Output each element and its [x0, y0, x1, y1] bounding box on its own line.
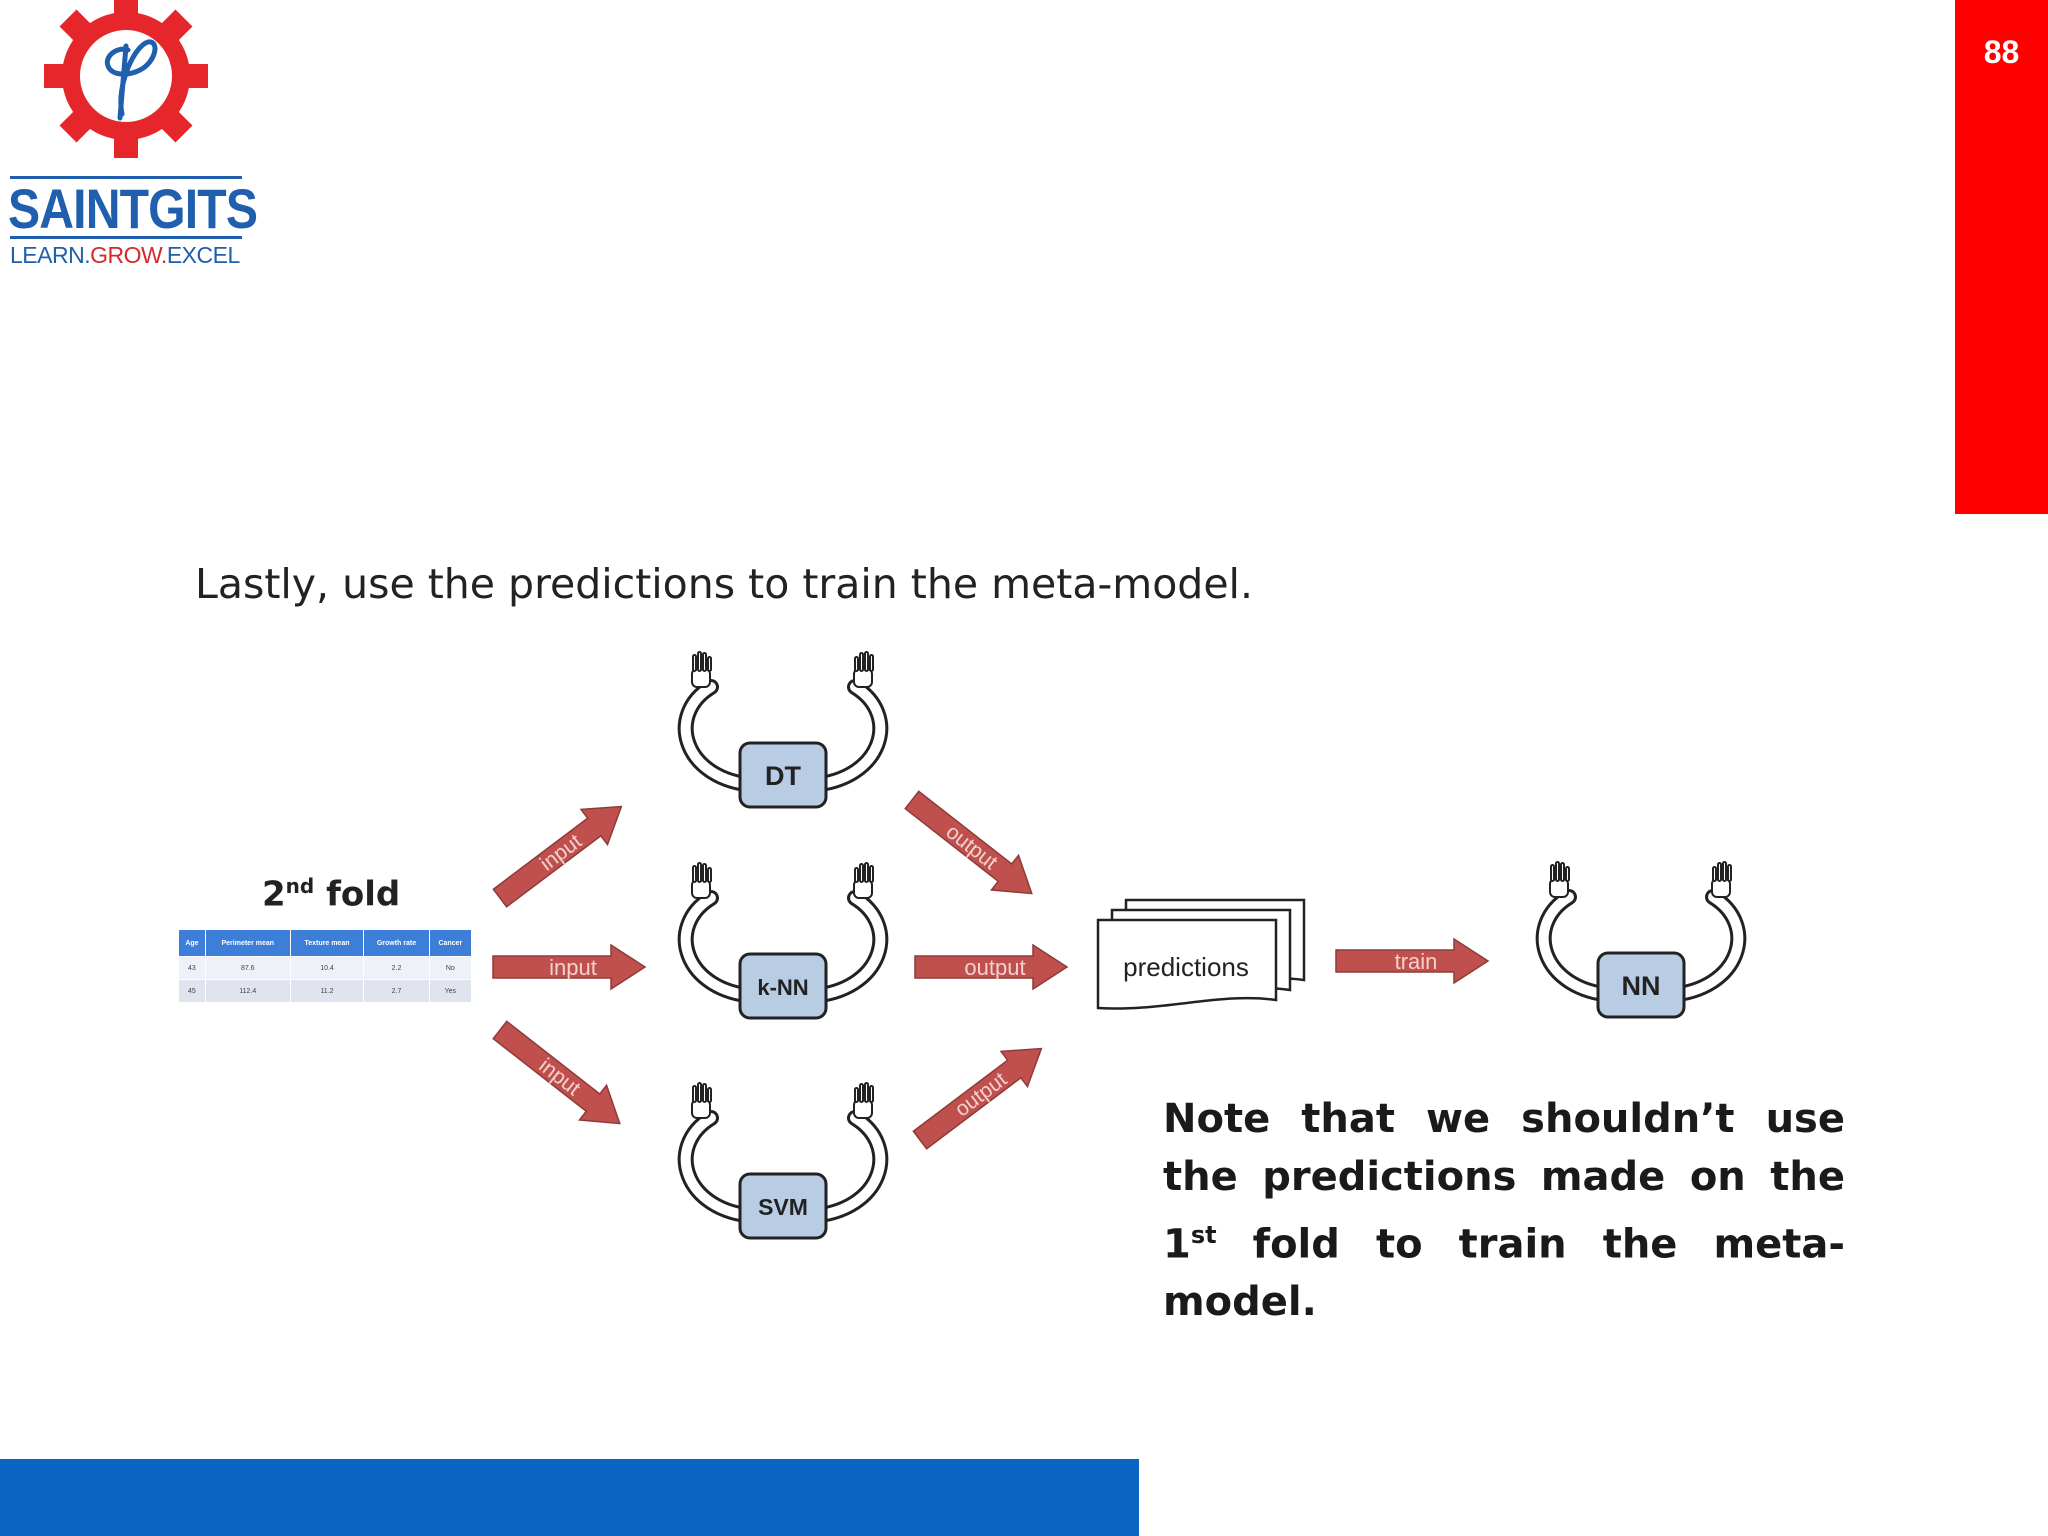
fold-label: 2nd fold [262, 874, 400, 914]
table-cell: 112.4 [204, 979, 291, 1003]
table-cell: 10.4 [289, 956, 365, 980]
slide-headline: Lastly, use the predictions to train the… [195, 560, 1253, 608]
input-arrow-top: input [486, 788, 636, 917]
table-cell: 87.6 [204, 956, 291, 980]
table-cell: 43 [178, 956, 206, 980]
output-arrow-top: output [897, 781, 1047, 912]
fold-word: fold [326, 874, 401, 915]
logo-rule-top [10, 176, 242, 179]
meta-model-note: Note that we shouldn’t use the predictio… [1163, 1090, 1845, 1331]
table-header: Perimeter mean [204, 929, 291, 957]
model-label-dt: DT [765, 761, 801, 791]
table-row: 45 112.4 11.2 2.7 Yes [178, 979, 473, 1003]
model-knn: k-NN [686, 863, 881, 1020]
output-arrow-bottom: output [906, 1030, 1056, 1159]
table-header: Growth rate [363, 929, 430, 957]
predictions-stack: predictions [1096, 898, 1306, 1010]
fold-data-table: Age Perimeter mean Texture mean Growth r… [178, 929, 473, 1003]
footer-bar [0, 1459, 1139, 1536]
logo-tagline: LEARN.GROW.EXCEL [10, 242, 240, 269]
input-label-middle: input [549, 955, 597, 980]
note-text-start: Note that we shouldn’t use the predictio… [1163, 1096, 1845, 1268]
fold-suffix: nd [285, 874, 315, 898]
logo-rule-bottom [10, 236, 242, 239]
input-arrow-middle: input [492, 944, 646, 990]
table-header: Cancer [428, 929, 473, 957]
table-cell: 2.7 [363, 979, 430, 1003]
table-cell: Yes [428, 979, 473, 1003]
output-label-middle: output [964, 955, 1025, 980]
gear-logo-icon [44, 0, 208, 158]
table-cell: 11.2 [289, 979, 365, 1003]
table-cell: No [428, 956, 473, 980]
table-header: Texture mean [289, 929, 365, 957]
table-cell: 2.2 [363, 956, 430, 980]
train-label: train [1395, 949, 1438, 974]
note-text-end: fold to train the meta-model. [1163, 1221, 1845, 1326]
tagline-grow: GROW. [90, 242, 167, 268]
model-label-knn: k-NN [757, 975, 808, 1000]
tagline-excel: EXCEL [166, 242, 240, 268]
output-label-top: output [941, 820, 1001, 874]
table-header: Age [178, 929, 206, 957]
tagline-learn: LEARN. [10, 242, 91, 268]
slide-number-bar [1955, 0, 2048, 514]
table-row: 43 87.6 10.4 2.2 No [178, 956, 473, 980]
logo-wordmark: SAINTGITS [8, 177, 258, 240]
table-header-row: Age Perimeter mean Texture mean Growth r… [178, 929, 473, 957]
predictions-label: predictions [1123, 952, 1249, 982]
model-dt: DT [686, 652, 881, 809]
slide-number: 88 [1983, 34, 2020, 70]
meta-model-nn: NN [1544, 862, 1739, 1019]
note-superscript: st [1190, 1221, 1217, 1249]
model-svm: SVM [686, 1083, 881, 1240]
model-label-svm: SVM [758, 1194, 808, 1220]
input-arrow-bottom: input [485, 1011, 635, 1142]
output-label-bottom: output [951, 1068, 1012, 1122]
train-arrow: train [1335, 938, 1489, 984]
model-label-nn: NN [1622, 971, 1661, 1001]
saintgits-logo: SAINTGITS LEARN.GROW.EXCEL [0, 0, 260, 270]
output-arrow-middle: output [914, 944, 1068, 990]
table-cell: 45 [178, 979, 206, 1003]
fold-number: 2 [262, 874, 286, 915]
